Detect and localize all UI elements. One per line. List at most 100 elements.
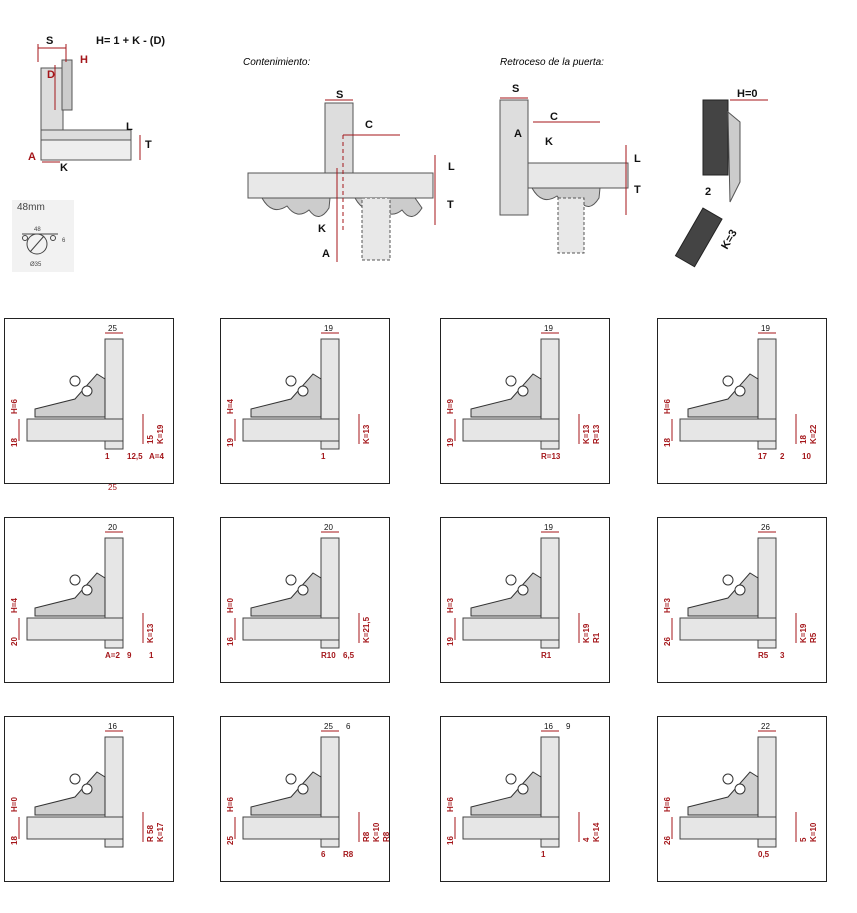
cup-box: 48mm 48 6 Ø35: [12, 200, 74, 272]
hinge-pivot: [69, 375, 81, 387]
t-label: T: [145, 139, 152, 151]
door-motion-diagram: [674, 99, 768, 268]
right-dim-label: K=22: [809, 424, 818, 444]
right-dim-label: K=19: [156, 424, 165, 444]
hinge-pivot: [734, 584, 746, 596]
hinge-pivot: [505, 375, 517, 387]
h-dim-label: H=6: [663, 797, 672, 812]
cabinet-panel: [679, 617, 777, 641]
right-dim-label: K=13: [146, 623, 155, 643]
ret-t-label: T: [634, 184, 641, 196]
l-label: L: [126, 121, 133, 133]
hinge-arm: [470, 373, 542, 418]
top-dim-label: 22: [761, 722, 770, 731]
right-dim-label: K=10: [809, 822, 818, 842]
cabinet-panel: [242, 617, 340, 641]
bottom-dim-label: 17: [758, 452, 767, 461]
cont-l-label: L: [448, 161, 455, 173]
cabinet-panel: [242, 418, 340, 442]
top-dim-label: 19: [544, 523, 553, 532]
hinge-pivot: [517, 385, 529, 397]
right-dim-label: R1: [592, 632, 601, 643]
hinge-pivot: [297, 385, 309, 397]
hinge-arm: [250, 771, 322, 816]
hinge-pivot: [285, 375, 297, 387]
cabinet-panel: [679, 418, 777, 442]
top-dim-label: 19: [544, 324, 553, 333]
right-dim-label: 18: [799, 435, 808, 444]
hinge-pivot: [297, 783, 309, 795]
hinge-arm: [470, 771, 542, 816]
hinge-arm: [34, 771, 106, 816]
cont-s-label: S: [336, 89, 343, 101]
bottom-dim-label: 9: [127, 651, 132, 660]
cup-icon: 48 6 Ø35: [22, 227, 66, 268]
cabinet-panel: [462, 617, 560, 641]
bottom-dim-label: 3: [780, 651, 785, 660]
right-dim-label: 5: [799, 837, 808, 842]
h-dim-label: H=0: [10, 797, 19, 812]
bottom-dim-label: R1: [541, 651, 552, 660]
right-dim-label: K=14: [592, 822, 601, 842]
cabinet-panel: [242, 816, 340, 840]
top-dim-label: 26: [761, 523, 770, 532]
cont-k-label: K: [318, 223, 326, 235]
hinge-arm: [470, 572, 542, 617]
h-dim-label: H=3: [663, 598, 672, 613]
top-dim-label: 20: [324, 523, 333, 532]
right-dim-label: 4: [582, 837, 591, 842]
bottom-dim-label: 1: [321, 452, 326, 461]
hinge-pivot: [285, 773, 297, 785]
bottom-dim-label: R8: [343, 850, 354, 859]
bottom-dim-label: 1: [149, 651, 154, 660]
h-dim-label: H=4: [226, 399, 235, 414]
hinge-pivot: [734, 385, 746, 397]
cabinet-panel: [462, 816, 560, 840]
right-dim-label: K=21,5: [362, 616, 371, 643]
h-dim-label: H=6: [10, 399, 19, 414]
base-dim-label: 16: [446, 836, 455, 845]
base-dim-label: 19: [446, 637, 455, 646]
right-dim-label: K=19: [799, 623, 808, 643]
top-diagrams: S H= 1 + K - (D) H D L T A K Contenimien…: [28, 35, 768, 268]
top-dim-label: 25: [108, 324, 117, 333]
ret-s-label: S: [512, 83, 519, 95]
hinge-pivot: [722, 574, 734, 586]
two-label: 2: [705, 186, 711, 198]
panel-1-below-label: 25: [108, 483, 117, 492]
svg-text:48: 48: [34, 227, 41, 233]
hinge-arm: [34, 572, 106, 617]
hinge-arm: [250, 373, 322, 418]
bottom-dim-label: R5: [758, 651, 769, 660]
top-dim-label: 16: [108, 722, 117, 731]
bottom-dim-label: 2: [780, 452, 785, 461]
h-dim-label: H=9: [446, 399, 455, 414]
bottom-dim-label: 0,5: [758, 850, 770, 859]
k-label: K: [60, 162, 68, 174]
right-dim-label: K=13: [362, 424, 371, 444]
right-dim-label: 15: [146, 435, 155, 444]
cabinet-panel: [679, 816, 777, 840]
base-dim-label: 18: [10, 836, 19, 845]
cabinet-panel: [462, 418, 560, 442]
base-dim-label: 19: [226, 438, 235, 447]
hinge-pivot: [505, 773, 517, 785]
top-dim-label: 16: [544, 722, 553, 731]
hinge-pivot: [734, 783, 746, 795]
hinge-arm: [687, 572, 759, 617]
bottom-dim-label: 10: [802, 452, 811, 461]
right-dim-label: R=13: [592, 424, 601, 444]
hinge-pivot: [81, 385, 93, 397]
hinge-pivot: [285, 574, 297, 586]
hinge-arm: [687, 771, 759, 816]
contenimiento-title: Contenimiento:: [243, 57, 310, 68]
right-dim-label: K=17: [156, 822, 165, 842]
h-dim-label: H=3: [446, 598, 455, 613]
right-dim-label: R5: [809, 632, 818, 643]
bottom-dim-label: R10: [321, 651, 336, 660]
cont-t-label: T: [447, 199, 454, 211]
